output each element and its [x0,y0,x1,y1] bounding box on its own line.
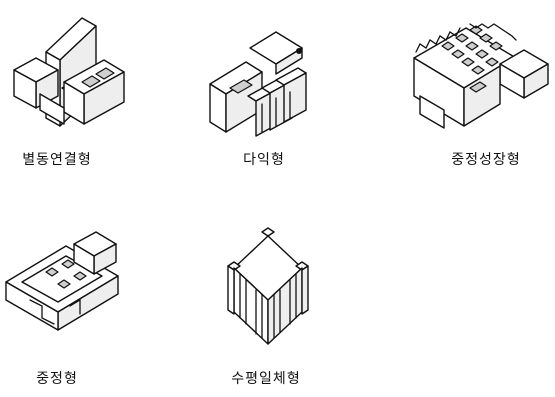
caption-courtyard: 중정형 [36,371,78,387]
caption-courtyard-growth: 중정성장형 [451,152,521,168]
multi-wing-drawing [209,31,307,137]
courtyard-growth-drawing [413,23,549,129]
caption-horizontal-integrated: 수평일체형 [231,371,301,387]
courtyard-drawing [5,231,119,331]
caption-separate-connected: 별동연결형 [22,152,92,168]
separate-connected-drawing [13,17,125,127]
horizontal-integrated-drawing [227,227,309,345]
caption-multi-wing: 다익형 [243,152,285,168]
